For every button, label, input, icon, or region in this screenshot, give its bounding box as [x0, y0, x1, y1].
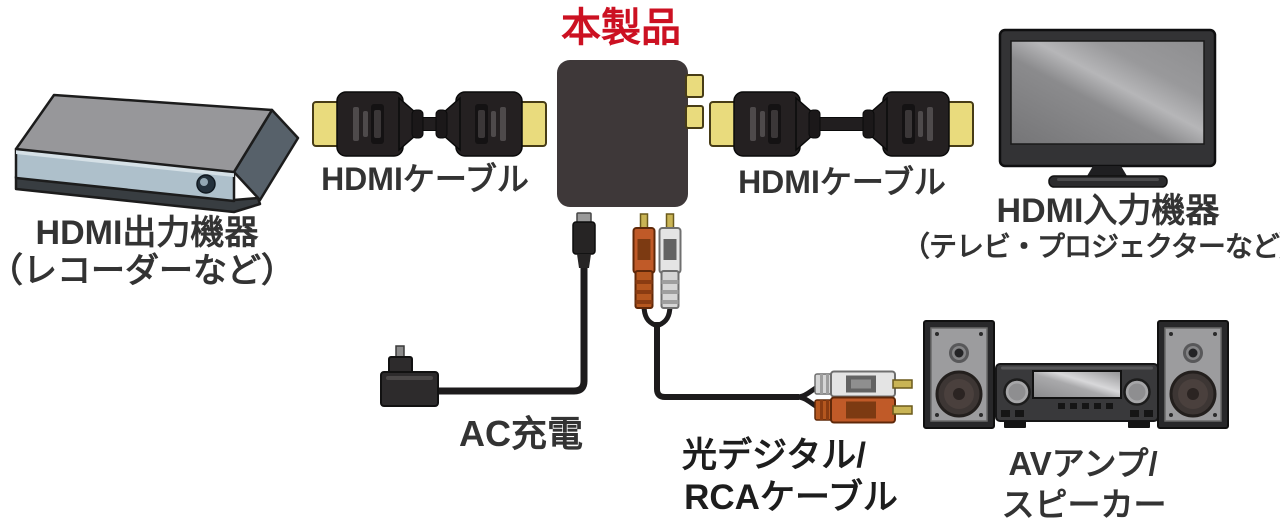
- hdmi-cable-right-illustration: [709, 91, 974, 157]
- hdmi-cable-left-illustration: [312, 91, 547, 157]
- audio-cable-label-line1: 光デジタル/: [681, 436, 867, 475]
- rca-plug-red-right: [814, 396, 913, 424]
- rca-plug-white-up: [658, 213, 682, 309]
- source-device-name: HDMI出力機器: [35, 214, 259, 252]
- product-port-bottom: [685, 105, 704, 129]
- speaker-left: [923, 320, 995, 429]
- av-amplifier: [995, 363, 1159, 428]
- ac-adapter-illustration: [380, 212, 596, 407]
- rca-plug-red-up: [632, 213, 656, 309]
- product-label: 本製品: [561, 6, 681, 50]
- audio-output-label-line1: AVアンプ/: [1008, 445, 1158, 482]
- tv-illustration: [998, 28, 1217, 188]
- speaker-right: [1157, 320, 1229, 429]
- hdmi-cable-right-label: HDMIケーブル: [738, 164, 946, 200]
- audio-cable-illustration: [632, 213, 913, 424]
- product-port-top: [685, 74, 704, 98]
- hdmi-output-device-illustration: [14, 93, 300, 214]
- rca-plug-white-right: [814, 370, 913, 398]
- product-box-illustration: [557, 60, 704, 207]
- audio-output-label-line2: スピーカー: [1001, 486, 1167, 519]
- audio-cable-label-line2: RCAケーブル: [684, 478, 898, 517]
- hdmi-cable-left-label: HDMIケーブル: [321, 161, 529, 197]
- av-amp-speakers-illustration: [923, 320, 1229, 429]
- sink-device-name: HDMI入力機器: [996, 192, 1220, 230]
- sink-device-example: （テレビ・プロジェクターなど）: [902, 231, 1280, 262]
- source-device-example: （レコーダーなど）: [0, 252, 295, 290]
- power-cable-label: AC充電: [459, 413, 583, 454]
